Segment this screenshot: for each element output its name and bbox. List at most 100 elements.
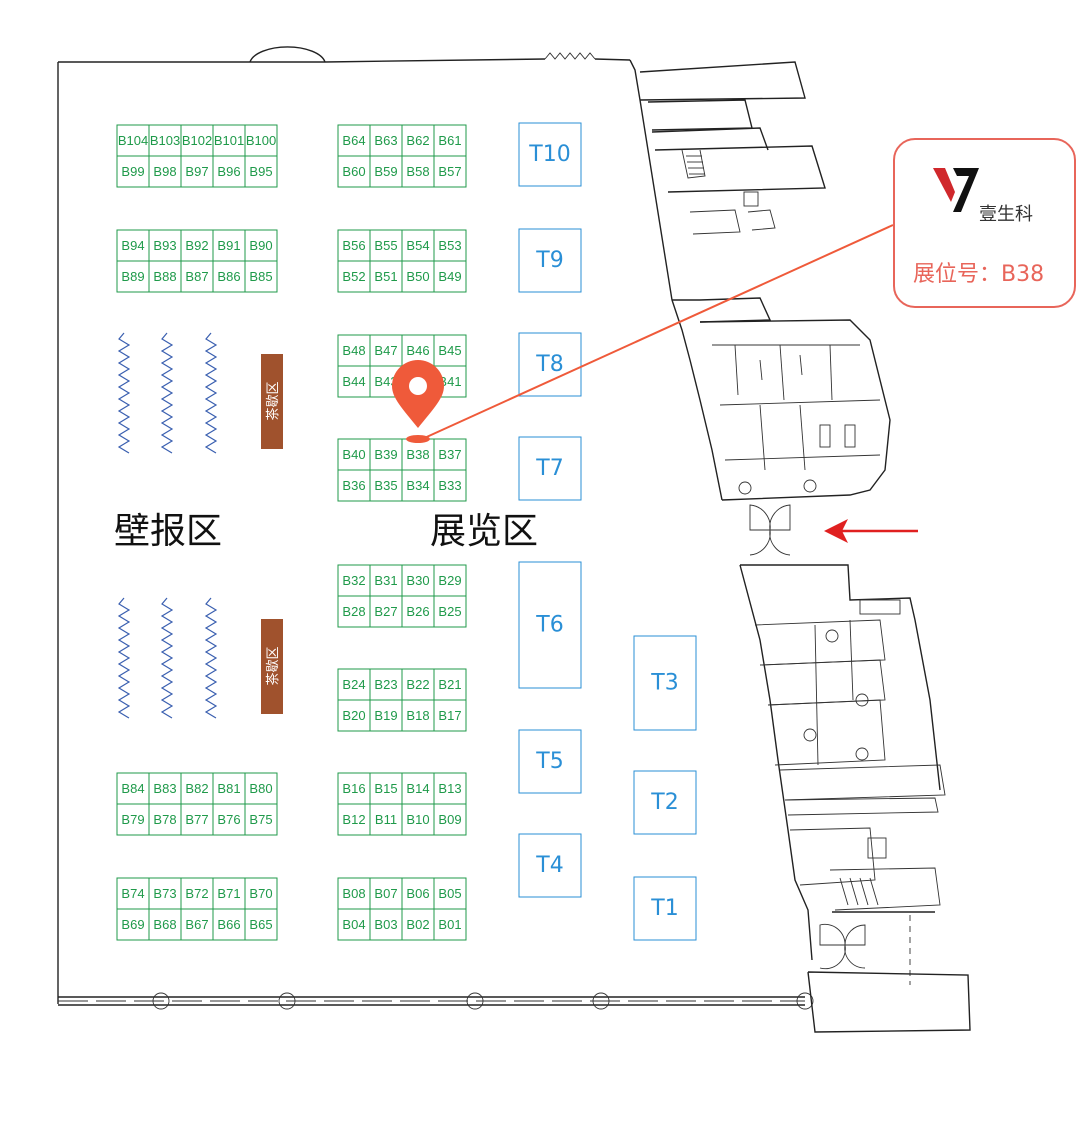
- booth[interactable]: B33: [433, 469, 467, 502]
- booth[interactable]: B29: [433, 564, 467, 597]
- booth[interactable]: B24: [337, 668, 371, 701]
- booth[interactable]: B04: [337, 908, 371, 941]
- booth[interactable]: B52: [337, 260, 371, 293]
- booth[interactable]: B15: [369, 772, 403, 805]
- booth[interactable]: B91: [212, 229, 246, 262]
- booth[interactable]: B66: [212, 908, 246, 941]
- booth[interactable]: B20: [337, 699, 371, 732]
- booth[interactable]: B05: [433, 877, 467, 910]
- booth[interactable]: B67: [180, 908, 214, 941]
- booth[interactable]: B95: [244, 155, 278, 188]
- booth[interactable]: B13: [433, 772, 467, 805]
- booth[interactable]: B45: [433, 334, 467, 367]
- booth[interactable]: B28: [337, 595, 371, 628]
- booth[interactable]: B48: [337, 334, 371, 367]
- booth[interactable]: B80: [244, 772, 278, 805]
- booth[interactable]: B100: [244, 124, 278, 157]
- booth[interactable]: B12: [337, 803, 371, 836]
- booth[interactable]: B88: [148, 260, 182, 293]
- booth[interactable]: B38: [401, 438, 435, 471]
- table-area[interactable]: T3: [633, 635, 697, 731]
- booth[interactable]: B10: [401, 803, 435, 836]
- booth[interactable]: B64: [337, 124, 371, 157]
- booth[interactable]: B06: [401, 877, 435, 910]
- booth[interactable]: B47: [369, 334, 403, 367]
- booth[interactable]: B93: [148, 229, 182, 262]
- booth[interactable]: B21: [433, 668, 467, 701]
- booth[interactable]: B104: [116, 124, 150, 157]
- booth[interactable]: B103: [148, 124, 182, 157]
- booth[interactable]: B57: [433, 155, 467, 188]
- booth[interactable]: B84: [116, 772, 150, 805]
- booth[interactable]: B62: [401, 124, 435, 157]
- booth[interactable]: B49: [433, 260, 467, 293]
- booth[interactable]: B60: [337, 155, 371, 188]
- booth[interactable]: B54: [401, 229, 435, 262]
- booth[interactable]: B58: [401, 155, 435, 188]
- booth[interactable]: B59: [369, 155, 403, 188]
- booth[interactable]: B18: [401, 699, 435, 732]
- booth[interactable]: B72: [180, 877, 214, 910]
- booth[interactable]: B14: [401, 772, 435, 805]
- table-area[interactable]: T4: [518, 833, 582, 898]
- booth[interactable]: B44: [337, 365, 371, 398]
- booth[interactable]: B55: [369, 229, 403, 262]
- booth[interactable]: B86: [212, 260, 246, 293]
- booth[interactable]: B22: [401, 668, 435, 701]
- location-pin-icon[interactable]: [392, 360, 444, 443]
- booth[interactable]: B53: [433, 229, 467, 262]
- booth[interactable]: B79: [116, 803, 150, 836]
- booth[interactable]: B90: [244, 229, 278, 262]
- table-area[interactable]: T10: [518, 122, 582, 187]
- booth[interactable]: B89: [116, 260, 150, 293]
- booth[interactable]: B85: [244, 260, 278, 293]
- booth[interactable]: B51: [369, 260, 403, 293]
- table-area[interactable]: T7: [518, 436, 582, 501]
- booth[interactable]: B65: [244, 908, 278, 941]
- table-area[interactable]: T5: [518, 729, 582, 794]
- booth[interactable]: B92: [180, 229, 214, 262]
- booth[interactable]: B56: [337, 229, 371, 262]
- booth[interactable]: B35: [369, 469, 403, 502]
- table-area[interactable]: T1: [633, 876, 697, 941]
- table-area[interactable]: T8: [518, 332, 582, 397]
- booth[interactable]: B70: [244, 877, 278, 910]
- booth[interactable]: B71: [212, 877, 246, 910]
- booth[interactable]: B69: [116, 908, 150, 941]
- booth[interactable]: B27: [369, 595, 403, 628]
- booth[interactable]: B98: [148, 155, 182, 188]
- booth[interactable]: B39: [369, 438, 403, 471]
- booth[interactable]: B16: [337, 772, 371, 805]
- booth[interactable]: B87: [180, 260, 214, 293]
- booth[interactable]: B34: [401, 469, 435, 502]
- booth[interactable]: B68: [148, 908, 182, 941]
- booth[interactable]: B03: [369, 908, 403, 941]
- booth[interactable]: B96: [212, 155, 246, 188]
- booth[interactable]: B08: [337, 877, 371, 910]
- booth[interactable]: B82: [180, 772, 214, 805]
- booth[interactable]: B40: [337, 438, 371, 471]
- booth[interactable]: B23: [369, 668, 403, 701]
- booth[interactable]: B78: [148, 803, 182, 836]
- booth[interactable]: B17: [433, 699, 467, 732]
- table-area[interactable]: T9: [518, 228, 582, 293]
- table-area[interactable]: T6: [518, 561, 582, 689]
- booth[interactable]: B36: [337, 469, 371, 502]
- booth[interactable]: B97: [180, 155, 214, 188]
- booth[interactable]: B11: [369, 803, 403, 836]
- booth[interactable]: B09: [433, 803, 467, 836]
- booth[interactable]: B76: [212, 803, 246, 836]
- booth[interactable]: B01: [433, 908, 467, 941]
- booth[interactable]: B07: [369, 877, 403, 910]
- booth[interactable]: B102: [180, 124, 214, 157]
- booth[interactable]: B37: [433, 438, 467, 471]
- booth[interactable]: B19: [369, 699, 403, 732]
- booth[interactable]: B02: [401, 908, 435, 941]
- booth[interactable]: B73: [148, 877, 182, 910]
- booth[interactable]: B99: [116, 155, 150, 188]
- booth[interactable]: B25: [433, 595, 467, 628]
- booth[interactable]: B50: [401, 260, 435, 293]
- booth[interactable]: B61: [433, 124, 467, 157]
- booth[interactable]: B31: [369, 564, 403, 597]
- booth[interactable]: B32: [337, 564, 371, 597]
